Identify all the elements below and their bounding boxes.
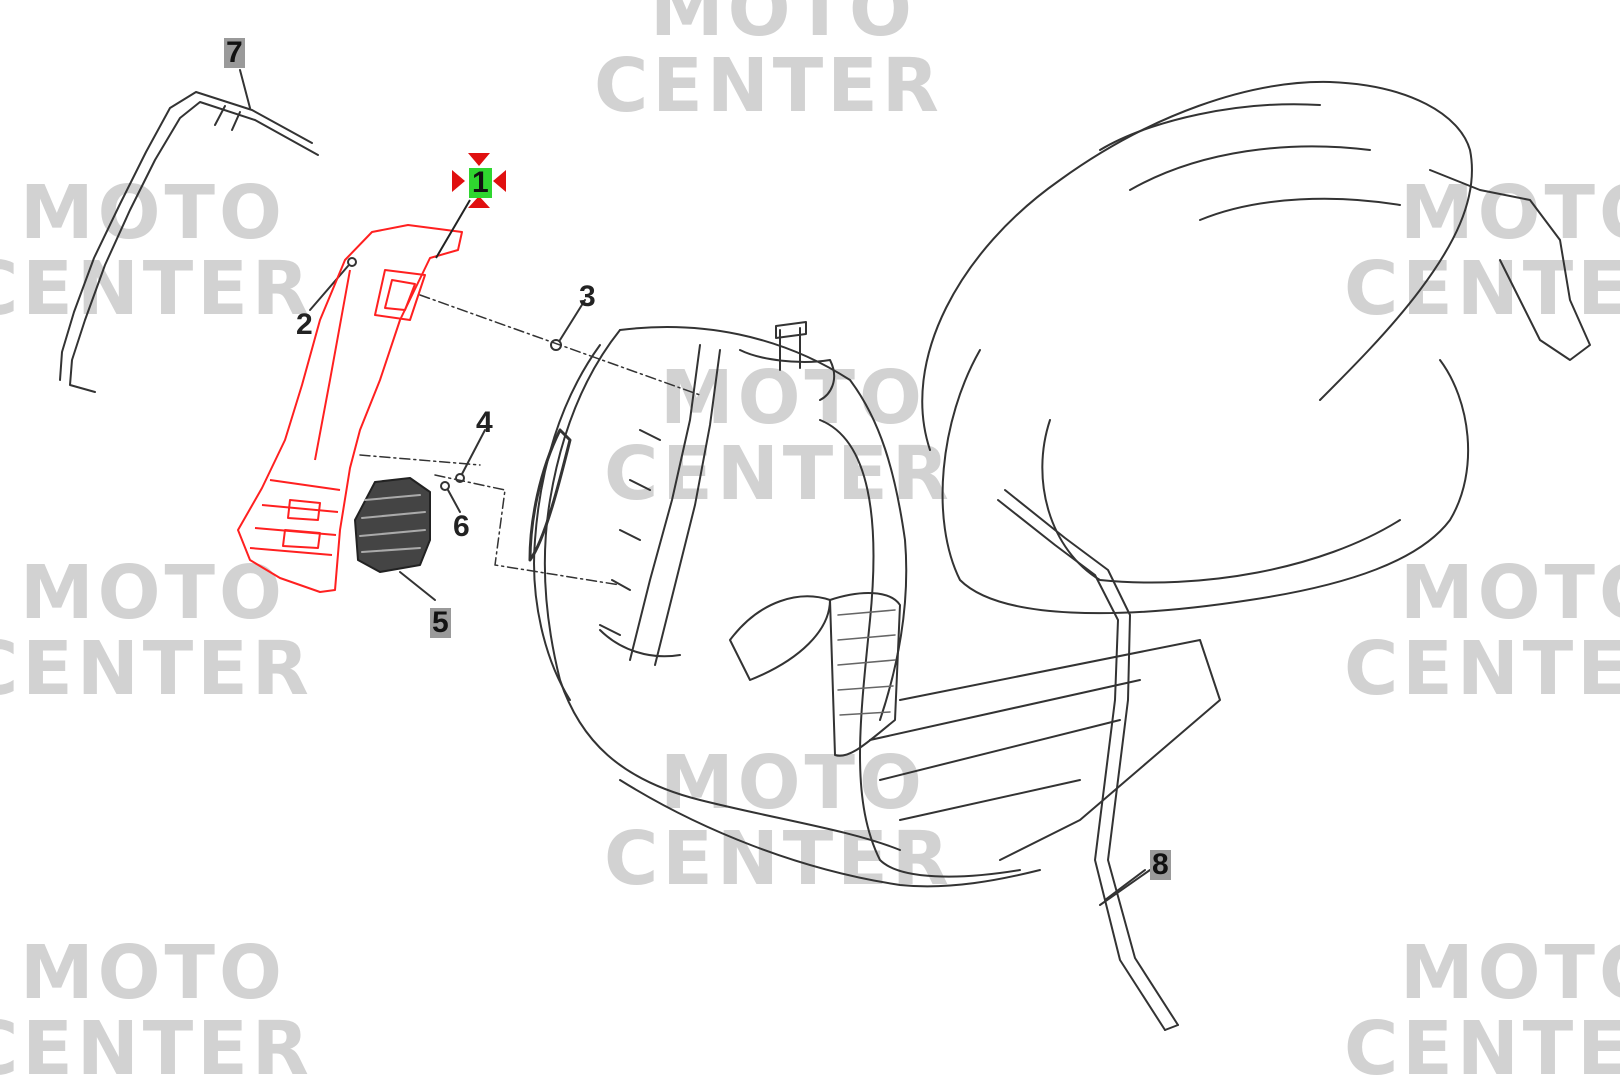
selection-marker xyxy=(452,153,506,208)
callout-part-7[interactable]: 7 xyxy=(224,36,245,69)
callout-part-3[interactable]: 3 xyxy=(579,280,596,313)
part-8-trim-strip[interactable] xyxy=(997,489,1179,1031)
part-1-horn-cover-highlighted[interactable] xyxy=(237,199,471,593)
part-2-screw[interactable] xyxy=(309,257,357,311)
part-5-vent-grille[interactable] xyxy=(354,477,436,601)
callout-part-8[interactable]: 8 xyxy=(1150,848,1171,881)
scooter-body xyxy=(528,80,1591,888)
part-7-trim-strip[interactable] xyxy=(59,91,319,393)
callout-part-4[interactable]: 4 xyxy=(476,406,493,439)
part-6-screw[interactable] xyxy=(440,481,461,513)
assembly-lines xyxy=(359,294,701,586)
callout-part-2[interactable]: 2 xyxy=(296,308,313,341)
part-4-fastener[interactable] xyxy=(455,429,486,483)
callout-part-1[interactable]: 1 xyxy=(469,168,492,198)
callout-part-5[interactable]: 5 xyxy=(430,606,451,639)
callout-part-6[interactable]: 6 xyxy=(453,510,470,543)
